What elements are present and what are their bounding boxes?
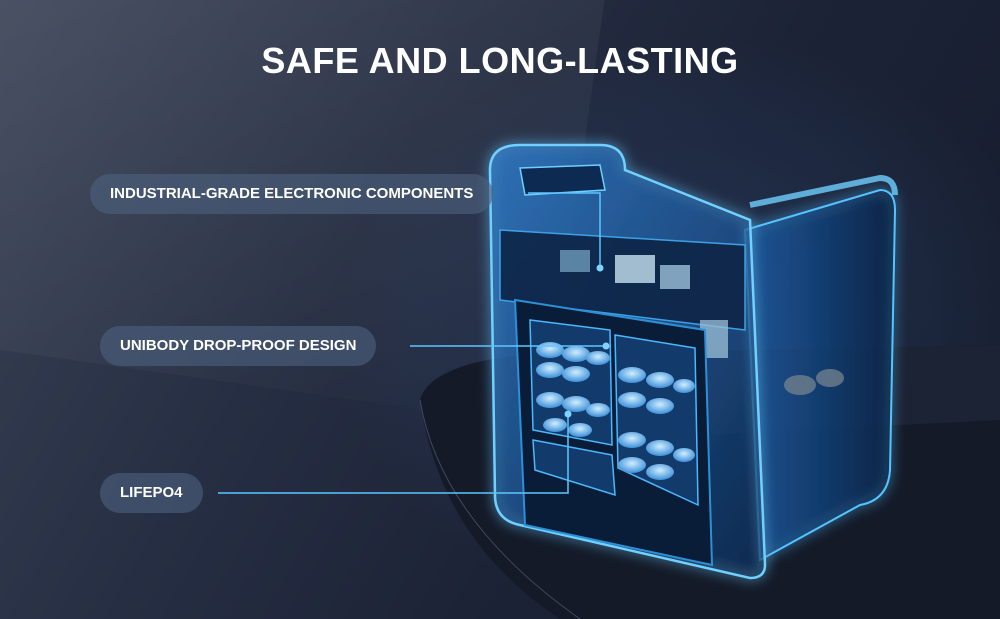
callout-lifepo4: LIFEPO4 bbox=[100, 473, 203, 513]
headline: SAFE AND LONG-LASTING bbox=[261, 40, 739, 81]
callout-unibody-drop-proof: UNIBODY DROP-PROOF DESIGN bbox=[100, 326, 377, 366]
leader-line-components bbox=[528, 192, 601, 268]
leader-dot-lifepo4 bbox=[564, 410, 572, 418]
callout-industrial-grade-components: INDUSTRIAL-GRADE ELECTRONIC COMPONENTS bbox=[90, 174, 494, 214]
power-station bbox=[488, 143, 898, 580]
leader-dot-drop-proof bbox=[602, 342, 610, 350]
leader-line-lifepo4 bbox=[218, 414, 569, 494]
callout-lines bbox=[218, 192, 610, 494]
leader-dot-components bbox=[596, 264, 604, 272]
